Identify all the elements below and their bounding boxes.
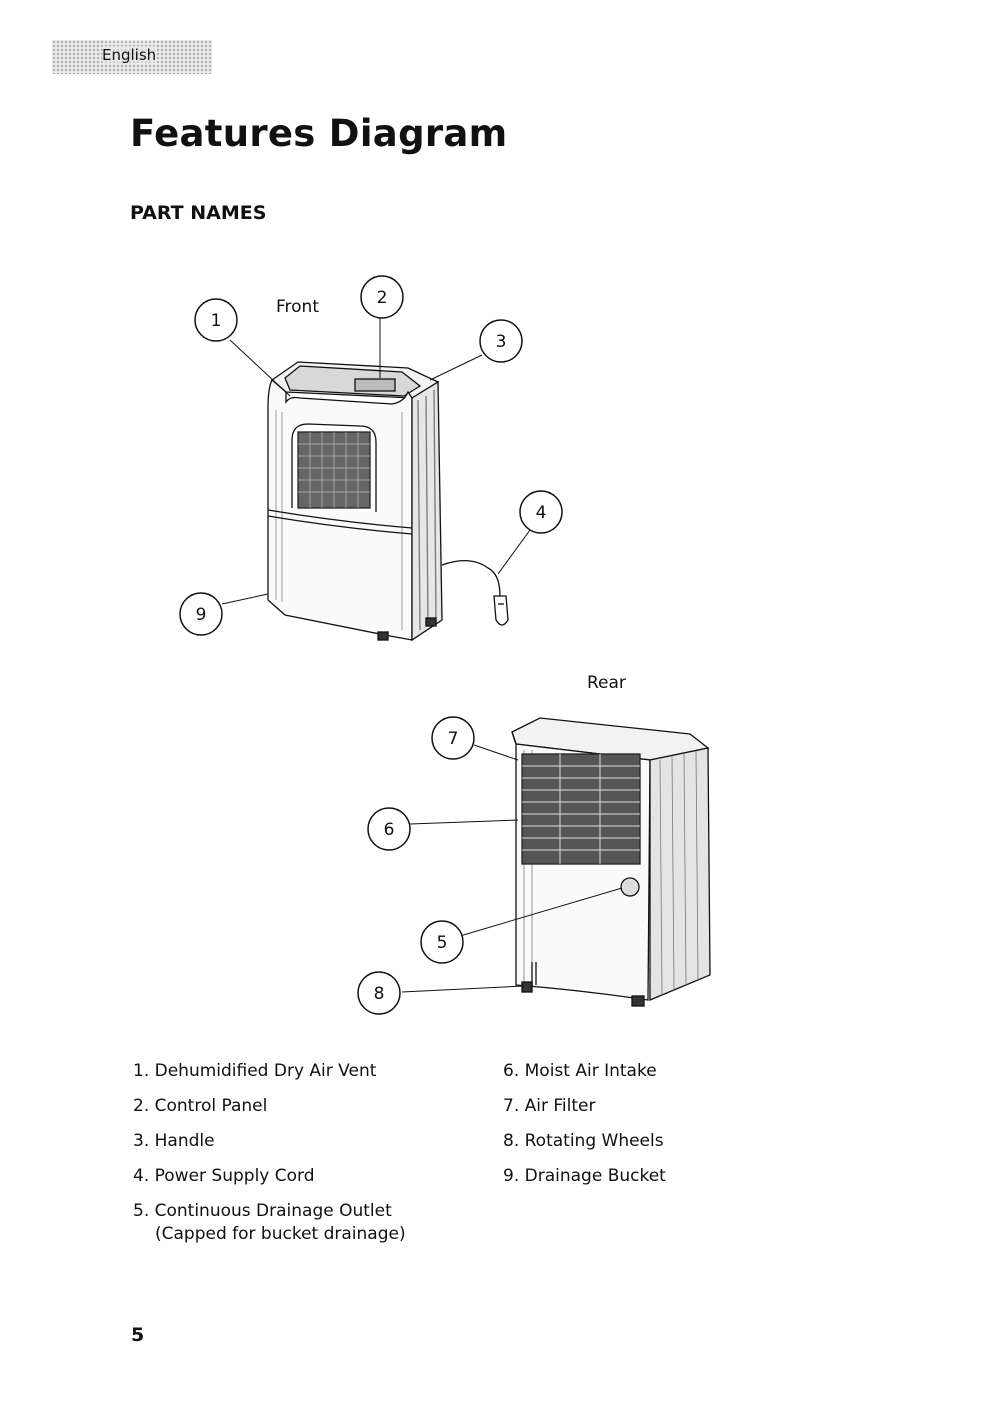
svg-text:2: 2 <box>377 288 388 308</box>
svg-text:8: 8 <box>374 984 385 1004</box>
callout-8: 8 <box>358 972 400 1014</box>
callout-2: 2 <box>361 276 403 318</box>
front-unit-illustration <box>268 362 508 640</box>
list-item: 6. Moist Air Intake <box>503 1060 666 1083</box>
page-number: 5 <box>131 1324 144 1346</box>
list-item: 2. Control Panel <box>133 1095 406 1118</box>
list-item: 5. Continuous Drainage Outlet(Capped for… <box>133 1200 406 1246</box>
svg-text:1: 1 <box>211 311 222 331</box>
callout-7: 7 <box>432 717 474 759</box>
callout-4: 4 <box>520 491 562 533</box>
features-diagram: 1 2 3 4 5 6 7 8 9 Front Rear <box>0 0 995 1040</box>
list-item: 3. Handle <box>133 1130 406 1153</box>
svg-text:6: 6 <box>384 820 395 840</box>
parts-list-right: 6. Moist Air Intake 7. Air Filter 8. Rot… <box>503 1060 666 1200</box>
list-item: 7. Air Filter <box>503 1095 666 1118</box>
list-item: 4. Power Supply Cord <box>133 1165 406 1188</box>
callout-5: 5 <box>421 921 463 963</box>
svg-text:9: 9 <box>196 605 207 625</box>
callout-1: 1 <box>195 299 237 341</box>
parts-list-left: 1. Dehumidified Dry Air Vent 2. Control … <box>133 1060 406 1258</box>
svg-text:3: 3 <box>496 332 507 352</box>
list-item: 1. Dehumidified Dry Air Vent <box>133 1060 406 1083</box>
list-item: 9. Drainage Bucket <box>503 1165 666 1188</box>
svg-text:4: 4 <box>536 503 547 523</box>
svg-text:7: 7 <box>448 729 459 749</box>
callout-9: 9 <box>180 593 222 635</box>
rear-unit-illustration <box>512 718 710 1006</box>
svg-text:5: 5 <box>437 933 448 953</box>
rear-view-label: Rear <box>587 673 626 693</box>
callout-6: 6 <box>368 808 410 850</box>
callout-3: 3 <box>480 320 522 362</box>
front-view-label: Front <box>276 297 319 317</box>
list-item: 8. Rotating Wheels <box>503 1130 666 1153</box>
list-item-note: (Capped for bucket drainage) <box>133 1223 406 1246</box>
